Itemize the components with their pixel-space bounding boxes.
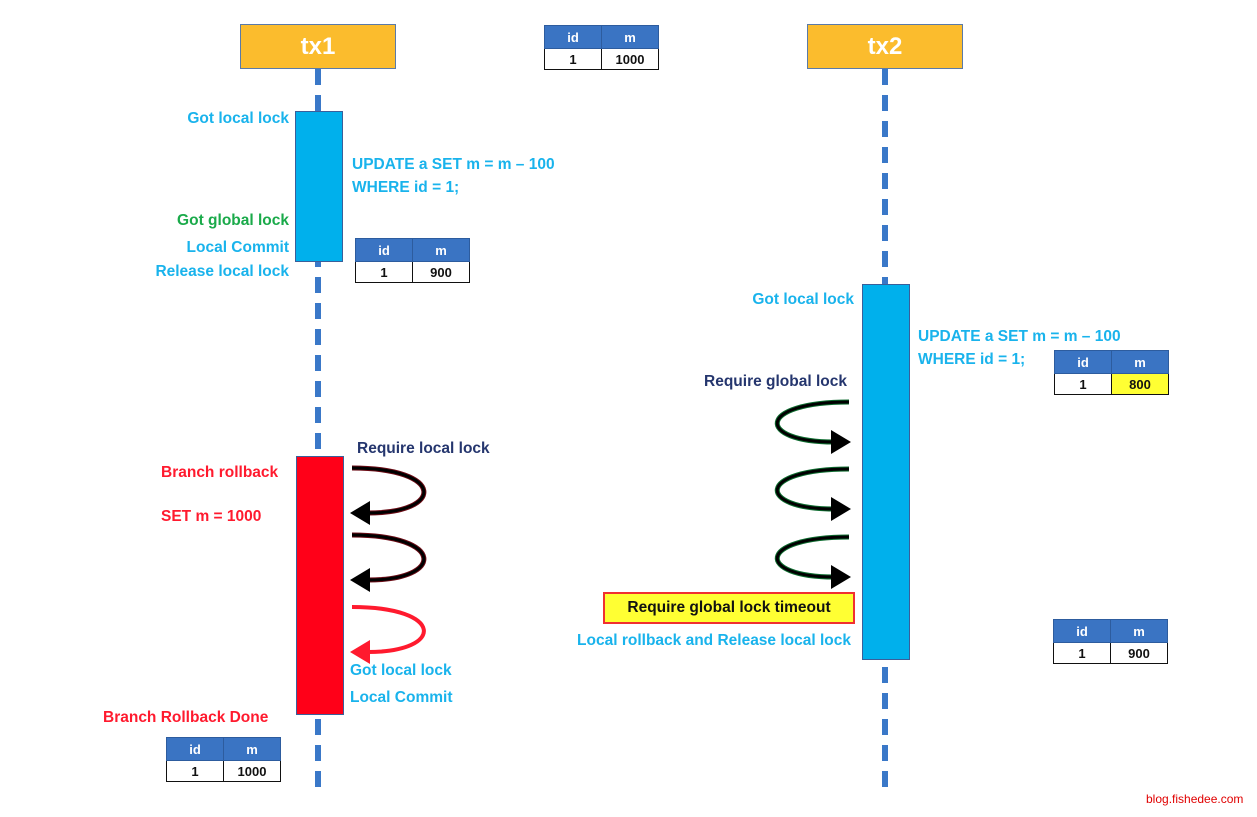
watermark: blog.fishedee.com <box>1146 792 1244 806</box>
cell-m: 900 <box>412 261 470 283</box>
tx1-release-local-lock: Release local lock <box>155 263 289 280</box>
tx1-retry-loop-icon <box>350 532 427 592</box>
cell-m-highlighted: 800 <box>1111 373 1169 395</box>
tx1-require-local-lock: Require local lock <box>357 440 490 457</box>
tx1-activation-rollback <box>296 456 344 715</box>
tx1-local-commit-2: Local Commit <box>350 689 453 706</box>
tx2-timeout-text: Require global lock timeout <box>627 599 831 616</box>
cell-m: 1000 <box>223 760 281 782</box>
tx2-local-rollback: Local rollback and Release local lock <box>577 632 851 649</box>
tx2-sql-line1: UPDATE a SET m = m – 100 <box>918 328 1121 345</box>
col-m: m <box>1110 619 1168 643</box>
tx2-retry-loop-icon <box>774 399 851 454</box>
tx2-timeout-callout: Require global lock timeout <box>603 592 855 624</box>
tx1-got-global-lock: Got global lock <box>177 212 289 229</box>
tx1-got-local-lock: Got local lock <box>187 110 289 127</box>
tx1-local-commit: Local Commit <box>186 239 289 256</box>
cell-id: 1 <box>166 760 224 782</box>
cell-id: 1 <box>355 261 413 283</box>
col-id: id <box>166 737 224 761</box>
tx1-activation-update <box>295 111 343 262</box>
col-id: id <box>1054 350 1112 374</box>
tx2-activation <box>862 284 910 660</box>
tx2-retry-loop-icon <box>774 466 851 521</box>
tx1-got-local-lock-2: Got local lock <box>350 662 452 679</box>
tx2-header: tx2 <box>807 24 963 69</box>
tx1-retry-loop-icon <box>350 465 427 525</box>
tx2-retry-loop-icon <box>774 534 851 589</box>
tx2-sql-line2: WHERE id = 1; <box>918 351 1026 368</box>
cell-m: 1000 <box>601 48 659 70</box>
col-m: m <box>1111 350 1169 374</box>
tx1-title: tx1 <box>300 33 336 60</box>
tx1-set-m: SET m = 1000 <box>161 508 262 525</box>
tx2-got-local-lock: Got local lock <box>752 291 854 308</box>
col-m: m <box>223 737 281 761</box>
cell-id: 1 <box>1053 642 1111 664</box>
col-id: id <box>544 25 602 49</box>
cell-m: 900 <box>1110 642 1168 664</box>
col-id: id <box>1053 619 1111 643</box>
col-m: m <box>412 238 470 262</box>
cell-id: 1 <box>544 48 602 70</box>
tx1-sql-line1: UPDATE a SET m = m – 100 <box>352 156 555 173</box>
tx2-title: tx2 <box>867 33 903 60</box>
tx2-require-global-lock: Require global lock <box>704 373 847 390</box>
col-m: m <box>601 25 659 49</box>
tx1-sql-line2: WHERE id = 1; <box>352 179 460 196</box>
tx1-branch-rollback: Branch rollback <box>161 464 279 481</box>
col-id: id <box>355 238 413 262</box>
cell-id: 1 <box>1054 373 1112 395</box>
tx1-branch-rollback-done: Branch Rollback Done <box>103 709 269 726</box>
tx1-lifeline <box>315 69 321 797</box>
tx1-acquired-loop-icon <box>350 605 426 664</box>
tx1-header: tx1 <box>240 24 396 69</box>
